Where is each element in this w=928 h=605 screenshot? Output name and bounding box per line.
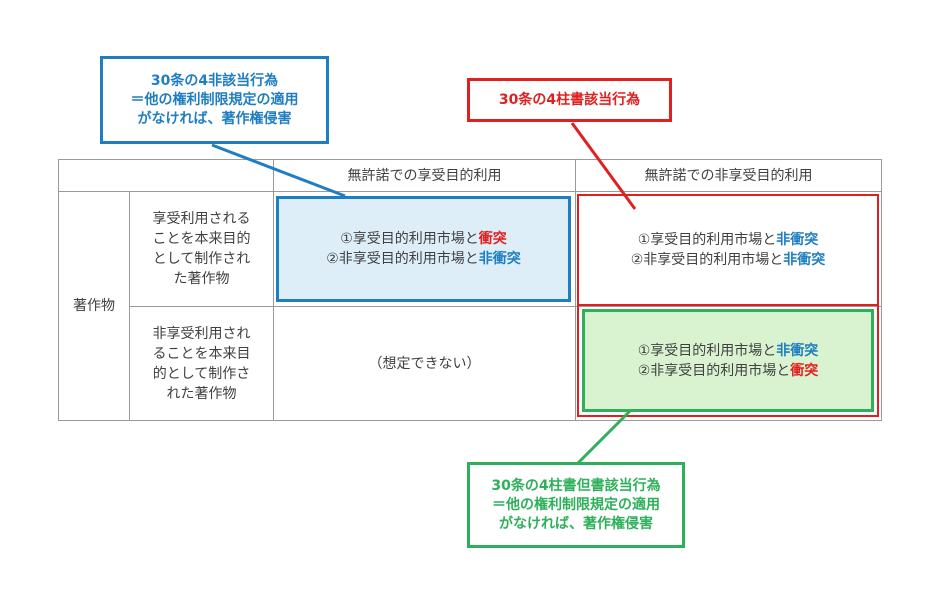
row-group-label: 著作物 [59,192,129,420]
cell-text: ②非享受目的利用市場と [630,252,784,268]
callout-line: がなければ、著作権侵害 [137,110,292,127]
cell-line: ①享受目的利用市場と衝突 [340,229,507,249]
keyword-non-conflict: 非衝突 [783,252,826,268]
keyword-non-conflict: 非衝突 [478,251,521,267]
table-border-top [58,159,882,160]
callout-not-applicable: 30条の4非該当行為 ＝他の権利制限規定の適用 がなければ、著作権侵害 [100,56,329,144]
callout-proviso: 30条の4柱書但書該当行為 ＝他の権利制限規定の適用 がなければ、著作権侵害 [467,462,685,548]
cell-enjoyment-works-enjoyment-use: ①享受目的利用市場と衝突 ②非享受目的利用市場と非衝突 [276,196,571,302]
keyword-conflict: 衝突 [478,231,507,247]
table-border-bottom [58,420,882,421]
table-border-right [881,159,882,421]
cell-non-enjoyment-works-enjoyment-use: （想定できない） [274,307,575,420]
callout-main-clause: 30条の4柱書該当行為 [467,78,672,122]
col-header-non-enjoyment: 無許諾での非享受目的利用 [576,160,881,191]
cell-text: ①享受目的利用市場と [340,231,479,247]
callout-line: ＝他の権利制限規定の適用 [130,91,299,108]
table-inner-divider-3 [575,159,576,421]
row-label-1-line: 享受利用される [152,211,251,227]
cell-non-enjoyment-works-non-enjoyment-use: ①享受目的利用市場と非衝突 ②非享受目的利用市場と衝突 [582,309,874,412]
cell-text: ①享受目的利用市場と [637,232,777,248]
cell-line: ①享受目的利用市場と非衝突 [638,230,819,250]
row-group-label-text: 著作物 [73,298,115,314]
table-inner-divider-2 [273,159,274,421]
callout-line: 30条の4柱書但書該当行為 [491,477,661,494]
keyword-non-conflict: 非衝突 [776,232,819,248]
callout-line: 30条の4非該当行為 [150,72,279,89]
col-header-enjoyment-text: 無許諾での享受目的利用 [347,167,502,184]
row-label-enjoyment-works: 享受利用される ことを本来目的 として制作され た著作物 [130,192,273,306]
table-inner-divider-1 [129,191,130,421]
col-header-non-enjoyment-text: 無許諾での非享受目的利用 [644,167,813,184]
cell-line: ①享受目的利用市場と非衝突 [638,341,819,361]
cell-text: ②非享受目的利用市場と [326,251,479,267]
row-label-2-line: 非享受利用され [152,325,251,342]
table-row-divider [129,306,882,307]
cell-line: ②非享受目的利用市場と非衝突 [631,250,826,270]
callout-line: がなければ、著作権侵害 [499,515,653,532]
keyword-conflict: 衝突 [790,362,819,379]
row-label-non-enjoyment-works: 非享受利用され ることを本来目 的として制作さ れた著作物 [130,307,273,420]
col-header-enjoyment: 無許諾での享受目的利用 [274,160,575,191]
cell-text: ②非享受目的利用市場と [637,362,791,379]
row-label-1-line: ことを本来目的 [152,231,251,247]
connector-green [576,409,632,465]
cell-line: ②非享受目的利用市場と衝突 [638,361,819,381]
row-label-2-line: れた著作物 [166,385,237,402]
connector-red [570,122,637,210]
row-label-1-line: として制作され [152,251,251,267]
connector-blue [211,143,346,198]
cell-text: （想定できない） [368,355,481,372]
red-highlight-divider [577,304,879,306]
callout-line: ＝他の権利制限規定の適用 [492,496,660,513]
callout-line: 30条の4柱書該当行為 [498,91,641,108]
cell-text: ①享受目的利用市場と [637,342,777,359]
table-border-left [58,159,59,421]
keyword-non-conflict: 非衝突 [776,342,819,359]
row-label-2-line: ることを本来目 [152,345,251,362]
cell-enjoyment-works-non-enjoyment-use: ①享受目的利用市場と非衝突 ②非享受目的利用市場と非衝突 [581,198,875,302]
row-label-1-line: た著作物 [173,271,230,287]
row-label-2-line: 的として制作さ [152,365,251,382]
cell-line: ②非享受目的利用市場と非衝突 [326,249,521,269]
table-header-divider [58,191,882,192]
